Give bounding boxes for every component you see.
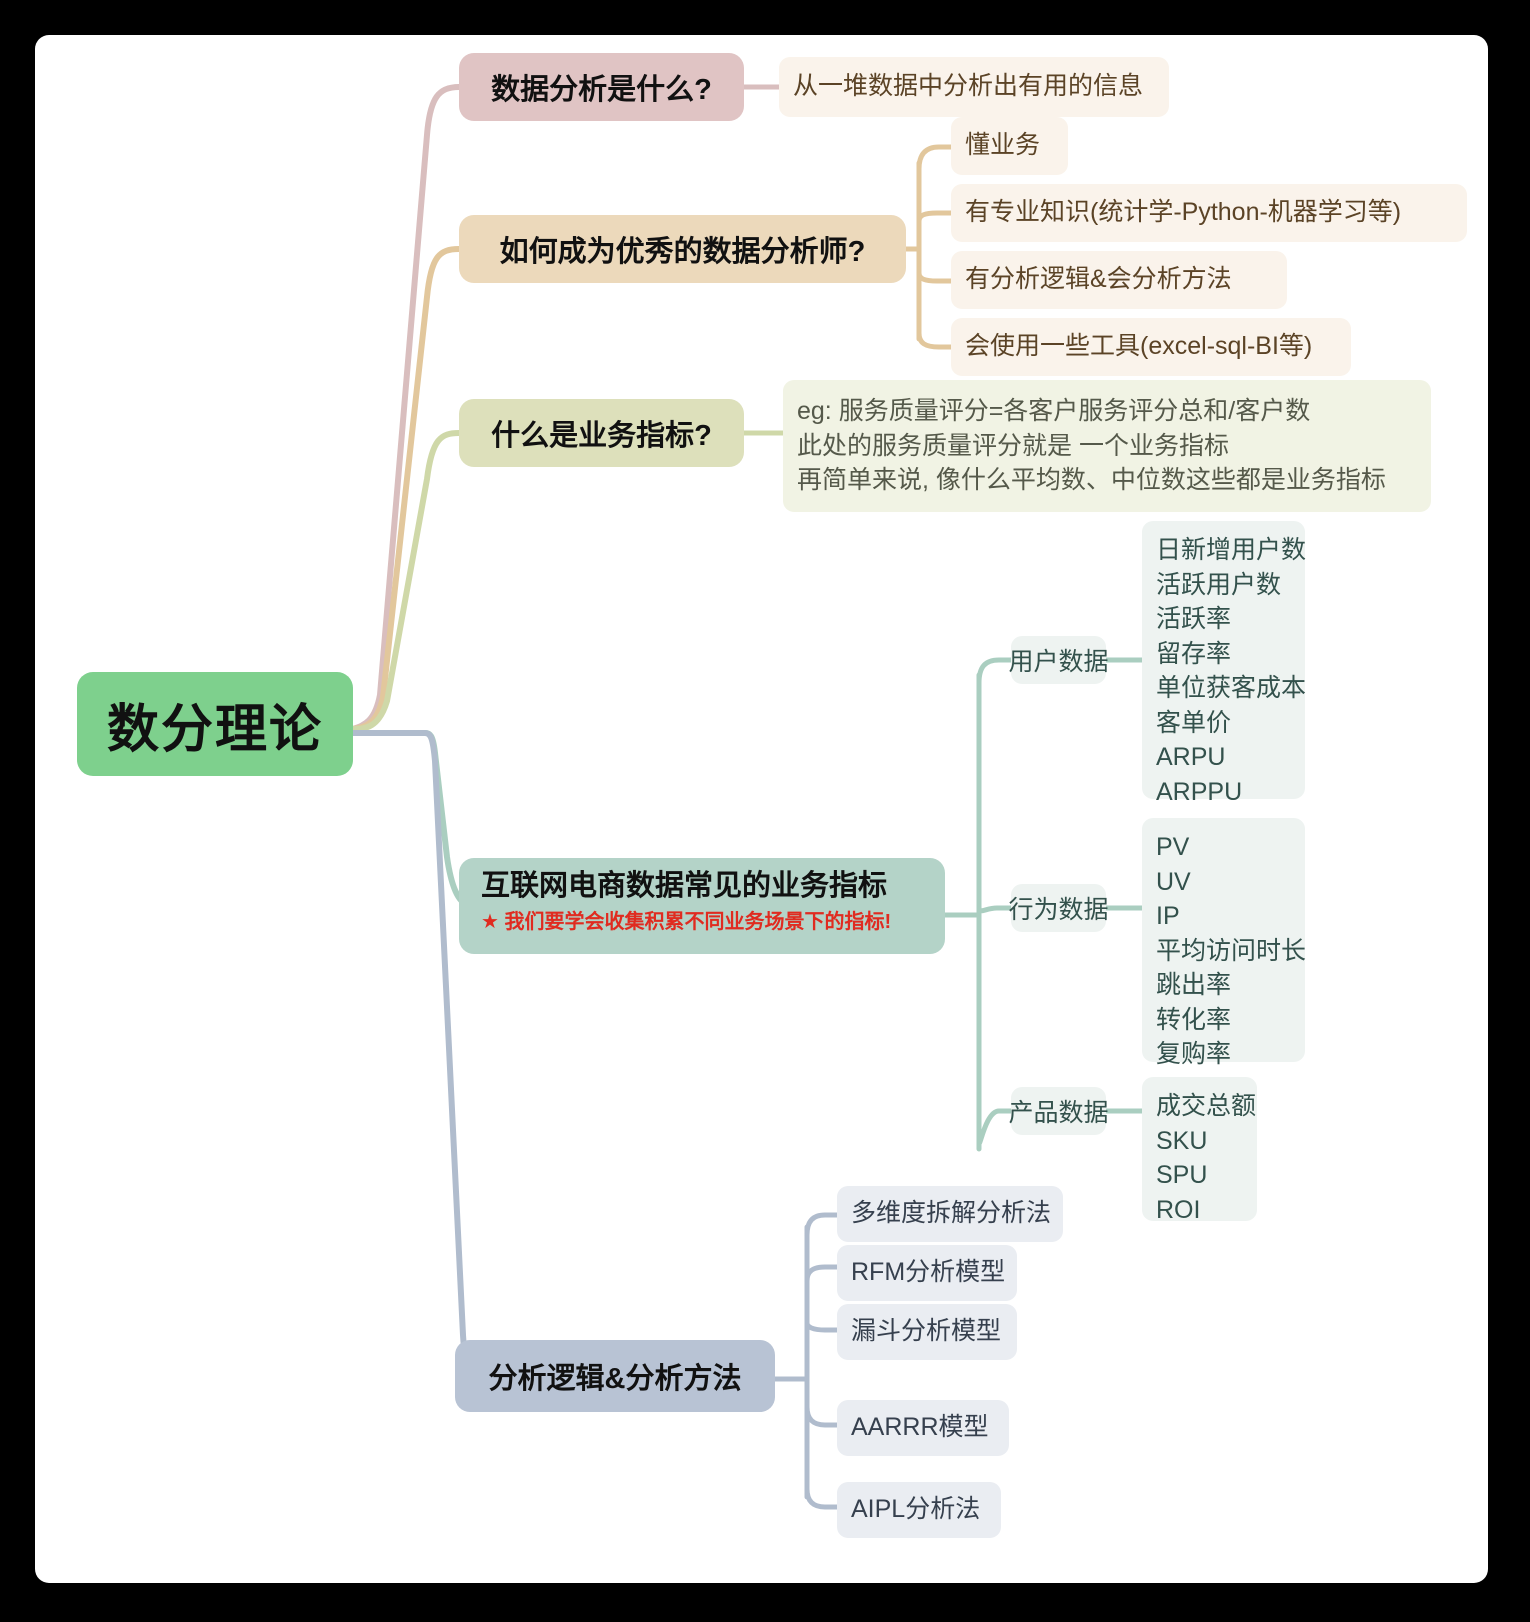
topic-what-is-data-analysis[interactable]: 数据分析是什么? — [459, 53, 744, 121]
metric-item: 日新增用户数 — [1156, 536, 1307, 564]
topic-analysis-logic-methods[interactable]: 分析逻辑&分析方法 — [455, 1340, 775, 1412]
leaf-label: AARRR模型 — [851, 1412, 989, 1441]
metric-item: 留存率 — [1156, 639, 1232, 668]
pill-user-data[interactable]: 用户数据 — [1008, 636, 1109, 684]
metric-item: 活跃率 — [1156, 605, 1232, 633]
pill-product-data[interactable]: 产品数据 — [1008, 1087, 1109, 1135]
leaf-aarrr-model[interactable]: AARRR模型 — [837, 1400, 1009, 1456]
metric-item: IP — [1156, 902, 1180, 930]
topic-how-to-become-analyst[interactable]: 如何成为优秀的数据分析师? — [459, 215, 906, 283]
leaf-label: 有专业知识(统计学-Python-机器学习等) — [965, 197, 1402, 226]
leaf-understand-business[interactable]: 懂业务 — [951, 117, 1068, 175]
topic-ecommerce-metrics[interactable]: 互联网电商数据常见的业务指标 ★ 我们要学会收集积累不同业务场景下的指标! — [459, 858, 945, 954]
topic-label: 分析逻辑&分析方法 — [488, 1363, 742, 1395]
leaf-rfm-model[interactable]: RFM分析模型 — [837, 1245, 1017, 1301]
metric-item: PV — [1156, 833, 1190, 861]
metric-item: ARPU — [1156, 743, 1226, 771]
leaf-data-analysis-definition[interactable]: 从一堆数据中分析出有用的信息 — [779, 57, 1169, 117]
root-label: 数分理论 — [106, 700, 323, 759]
topic-label: 什么是业务指标? — [491, 420, 712, 452]
leaf-multi-dimension-analysis[interactable]: 多维度拆解分析法 — [837, 1186, 1063, 1242]
topic-label: 互联网电商数据常见的业务指标 — [481, 870, 888, 902]
leaf-label: 多维度拆解分析法 — [851, 1198, 1052, 1227]
metric-item: ROI — [1156, 1195, 1201, 1224]
mindmap-canvas: 数分理论 数据分析是什么? 从一堆数据中分析出有用的信息 如何成为优秀的数据分析… — [35, 35, 1488, 1583]
leaf-funnel-model[interactable]: 漏斗分析模型 — [837, 1304, 1017, 1360]
leaf-aipl-analysis[interactable]: AIPL分析法 — [837, 1482, 1001, 1538]
pill-label: 用户数据 — [1008, 648, 1109, 676]
metric-item: 转化率 — [1156, 1005, 1232, 1034]
leaf-professional-knowledge[interactable]: 有专业知识(统计学-Python-机器学习等) — [951, 184, 1467, 242]
metric-item: 跳出率 — [1156, 971, 1232, 999]
metric-item: 单位获客成本 — [1156, 674, 1307, 702]
metric-example-line-3: 再简单来说, 像什么平均数、中位数这些都是业务指标 — [797, 466, 1386, 494]
leaf-product-data-metrics[interactable]: 成交总额 SKU SPU ROI — [1142, 1077, 1257, 1224]
leaf-label: 懂业务 — [965, 130, 1041, 159]
metric-item: UV — [1156, 867, 1191, 896]
metric-item: 客单价 — [1156, 708, 1232, 737]
leaf-label: 会使用一些工具(excel-sql-BI等) — [965, 331, 1313, 360]
metric-item: SKU — [1156, 1126, 1208, 1155]
leaf-behavior-data-metrics[interactable]: PV UV IP 平均访问时长 跳出率 转化率 复购率 — [1142, 818, 1307, 1068]
metric-item: 平均访问时长 — [1156, 936, 1307, 965]
leaf-label: 从一堆数据中分析出有用的信息 — [793, 71, 1144, 100]
leaf-analysis-logic[interactable]: 有分析逻辑&会分析方法 — [951, 251, 1287, 309]
leaf-user-data-metrics[interactable]: 日新增用户数 活跃用户数 活跃率 留存率 单位获客成本 客单价 ARPU ARP… — [1142, 521, 1307, 806]
leaf-label: 漏斗分析模型 — [851, 1316, 1002, 1345]
topic-label: 数据分析是什么? — [491, 74, 712, 106]
metric-item: 复购率 — [1156, 1040, 1232, 1068]
metric-item: 活跃用户数 — [1156, 570, 1282, 599]
metric-item: ARPPU — [1156, 777, 1243, 806]
metric-item: SPU — [1156, 1161, 1208, 1189]
leaf-tools[interactable]: 会使用一些工具(excel-sql-BI等) — [951, 318, 1351, 376]
pill-behavior-data[interactable]: 行为数据 — [1008, 884, 1109, 932]
metric-example-line-1: eg: 服务质量评分=各客户服务评分总和/客户数 — [797, 397, 1311, 425]
topic-what-is-business-metric[interactable]: 什么是业务指标? — [459, 399, 744, 467]
leaf-label: 有分析逻辑&会分析方法 — [965, 264, 1232, 293]
metric-example-line-2: 此处的服务质量评分就是 一个业务指标 — [797, 431, 1229, 460]
metric-item: 成交总额 — [1156, 1092, 1257, 1120]
root-node[interactable]: 数分理论 — [77, 672, 353, 776]
leaf-label: AIPL分析法 — [851, 1494, 981, 1523]
pill-label: 行为数据 — [1008, 896, 1109, 924]
pill-label: 产品数据 — [1008, 1099, 1109, 1127]
topic-label: 如何成为优秀的数据分析师? — [499, 236, 866, 268]
leaf-label: RFM分析模型 — [851, 1257, 1006, 1286]
topic-note: ★ 我们要学会收集积累不同业务场景下的指标! — [481, 911, 892, 934]
leaf-business-metric-example[interactable]: eg: 服务质量评分=各客户服务评分总和/客户数 此处的服务质量评分就是 一个业… — [783, 380, 1431, 512]
